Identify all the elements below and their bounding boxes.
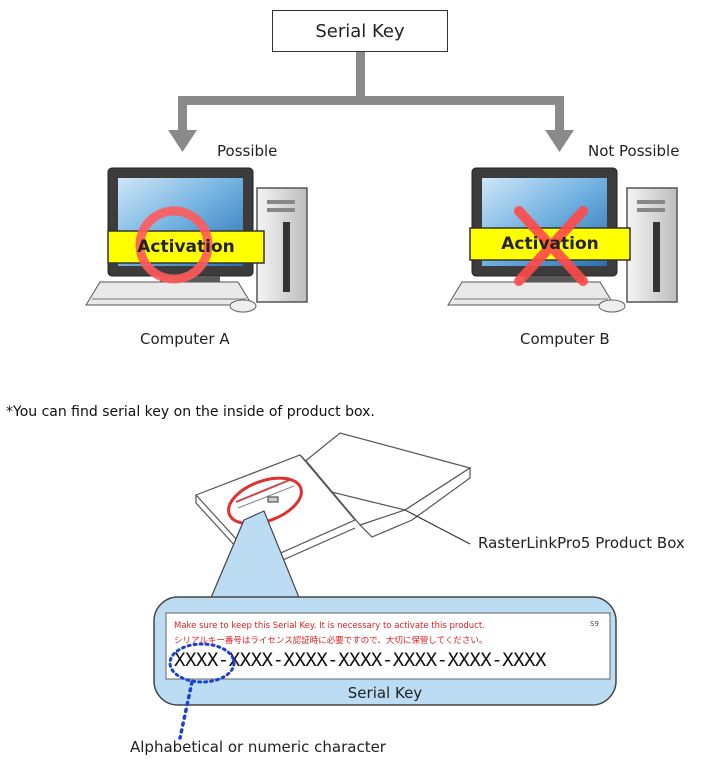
card-notice-jp: シリアルキー番号はライセンス認証時に必要ですので、大切に保管してください。 bbox=[174, 636, 488, 646]
computer-b-label: Computer B bbox=[520, 330, 610, 348]
not-possible-label: Not Possible bbox=[588, 142, 680, 160]
product-box-leader-line bbox=[404, 509, 471, 545]
product-box-illustration bbox=[194, 432, 472, 572]
possible-label: Possible bbox=[217, 142, 278, 160]
serial-key-caption: Serial Key bbox=[347, 684, 423, 702]
branch-connector bbox=[168, 52, 574, 152]
highlight-ellipse bbox=[227, 476, 303, 526]
card-notice-en: Make sure to keep this Serial Key. It is… bbox=[174, 621, 485, 631]
serial-key-box-label: Serial Key bbox=[315, 20, 405, 42]
activation-label-a: Activation bbox=[137, 237, 235, 257]
character-note: Alphabetical or numeric character bbox=[130, 738, 386, 756]
location-note: *You can find serial key on the inside o… bbox=[6, 404, 375, 420]
serial-key-value: XXXX-XXXX-XXXX-XXXX-XXXX-XXXX-XXXX bbox=[174, 649, 546, 671]
not-possible-cross-icon bbox=[514, 206, 588, 286]
activation-label-b: Activation bbox=[501, 234, 599, 254]
character-highlight bbox=[168, 642, 236, 740]
serial-key-panel bbox=[165, 612, 611, 680]
card-corner-code: S9 bbox=[590, 620, 599, 628]
computer-a-label: Computer A bbox=[140, 330, 230, 348]
product-box-label: RasterLinkPro5 Product Box bbox=[478, 534, 685, 552]
possible-circle-icon bbox=[135, 206, 213, 284]
serial-key-box: Serial Key bbox=[272, 10, 448, 52]
activation-bar-a bbox=[107, 230, 265, 264]
